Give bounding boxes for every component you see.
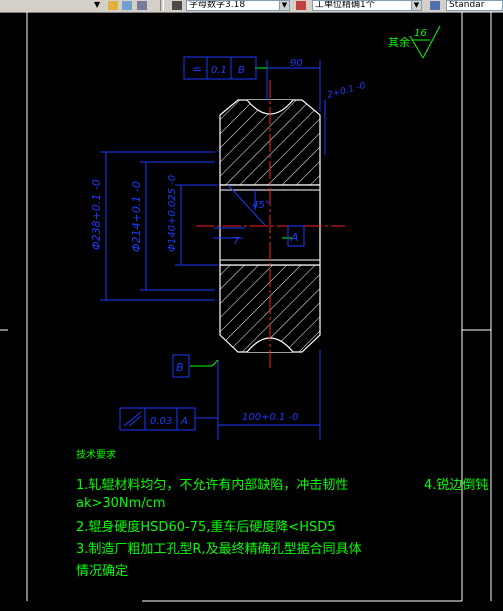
datum-b: B <box>176 361 184 374</box>
layer-value: 工单位精确1个 <box>315 0 375 10</box>
toolbar-dropdown-arrow[interactable]: ▼ <box>94 0 101 9</box>
drawing-canvas[interactable]: = 0.1 B 90 2+0.1 -0 Φ238+0.1 -0 Φ214+0.1… <box>0 12 503 611</box>
dimstyle-combo[interactable]: 字母数字3.18 ▼ <box>186 0 290 11</box>
layer-combo[interactable]: 工单位精确1个 ▼ <box>312 0 422 11</box>
note-line-3: 2.辊身硬度HSD60-75,重车后硬度降<HSD5 <box>76 520 336 535</box>
datum-a-box <box>287 225 305 247</box>
dim-angle: 45° <box>252 200 270 211</box>
dim-dia2: Φ214+0.1 -0 <box>130 181 143 252</box>
roughness-symbol-icon <box>409 25 441 59</box>
dim-chamfer: 2+0.1 -0 <box>326 81 367 101</box>
note-line-4: 3.制造厂粗加工孔型R,及最终精确孔型据合同具体 <box>76 542 362 557</box>
fcf-top-datum: B <box>238 65 245 76</box>
text-style-icon[interactable] <box>430 1 440 10</box>
dim-bore: Φ140+0.025 -0 <box>167 175 178 252</box>
fcf-top-symbol: = <box>192 62 202 76</box>
datum-a: A <box>290 231 299 244</box>
dimstyle-value: 字母数字3.18 <box>189 0 246 10</box>
layer-icon[interactable] <box>296 1 306 10</box>
fcf-top <box>183 56 257 80</box>
note-line-1: 1.轧辊材料均匀，不允许有内部缺陷，冲击韧性 <box>76 478 349 493</box>
datum-b-box <box>172 354 190 378</box>
style-value: Standar <box>449 0 485 10</box>
notes-title: 技术要求 <box>76 450 116 461</box>
fcf-bottom-datum: A <box>180 416 188 427</box>
dim-bottom-width: 100+0.1 -0 <box>242 412 299 423</box>
fcf-bottom-value: 0.03 <box>150 416 172 427</box>
center-lines <box>196 80 345 370</box>
dimension-lines <box>100 60 326 440</box>
toolbar-separator <box>160 0 164 11</box>
note-line-1b: 4.锐边倒钝 <box>424 478 489 493</box>
chevron-down-icon[interactable]: ▼ <box>279 1 289 10</box>
note-line-5: 情况确定 <box>76 564 129 579</box>
layer-states-icon[interactable] <box>108 1 118 10</box>
dim-bore-small: 7 <box>233 236 240 247</box>
roughness-prefix: 其余 <box>388 35 410 49</box>
dim-dia1: Φ238+0.1 -0 <box>90 179 103 250</box>
fcf-top-value: 0.1 <box>211 65 227 76</box>
roughness-value: 16 <box>414 28 427 39</box>
fcf-bottom <box>119 407 196 431</box>
toolbar: ▼ 字母数字3.18 ▼ 工单位精确1个 ▼ Standar <box>0 0 503 13</box>
layer-previous-icon[interactable] <box>137 1 147 10</box>
layer-manager-icon[interactable] <box>122 1 132 10</box>
drawing-border <box>0 12 492 602</box>
leader-lines <box>190 67 292 367</box>
dimension-style-icon[interactable] <box>172 1 182 10</box>
note-line-2: ak>30Nm/cm <box>76 496 166 511</box>
style-combo[interactable]: Standar <box>446 0 503 11</box>
chevron-down-icon[interactable]: ▼ <box>411 1 421 10</box>
dim-top-width: 90 <box>290 58 303 69</box>
